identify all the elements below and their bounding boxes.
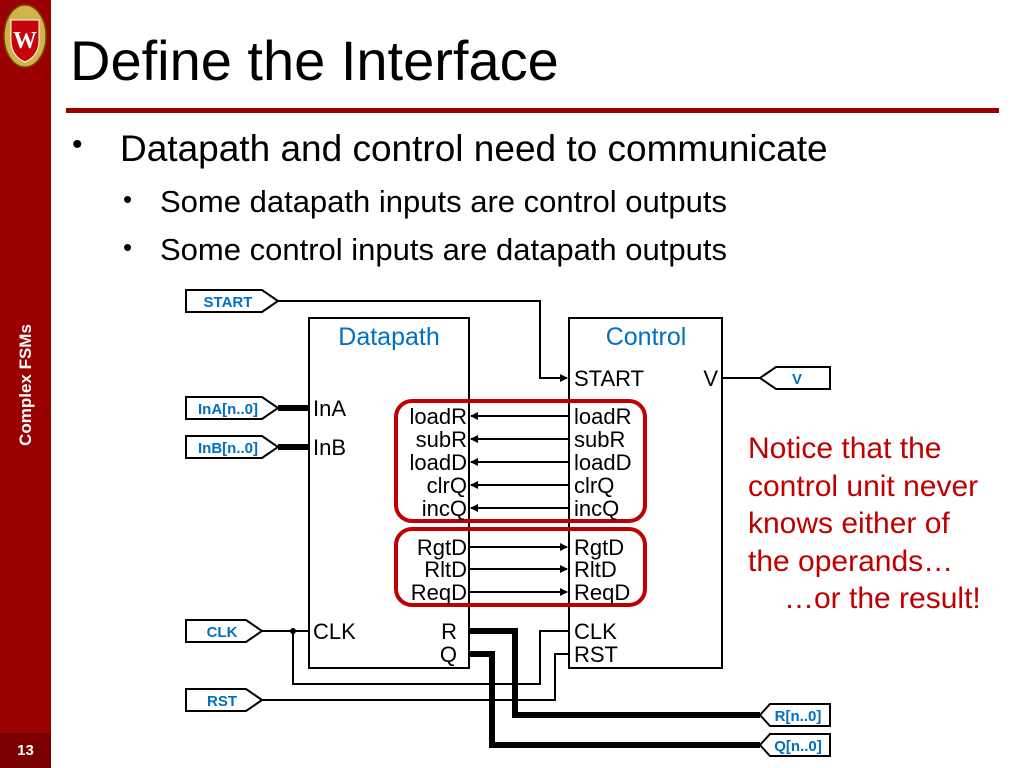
- annotation-note: Notice that the control unit never knows…: [748, 430, 981, 618]
- datapath-title: Datapath: [338, 323, 439, 351]
- datapath-q-label: Q: [440, 642, 457, 667]
- note-line: Notice that the: [748, 432, 942, 465]
- title-rule: [66, 108, 999, 113]
- note-line: the operands…: [748, 544, 954, 578]
- control-output-label: loadD: [574, 450, 631, 475]
- control-block: [568, 317, 723, 669]
- control-start-label: START: [574, 366, 644, 391]
- datapath-clk-label: CLK: [313, 619, 356, 644]
- datapath-control-input-label: subR: [416, 427, 467, 452]
- clk-port-label: CLK: [207, 624, 238, 641]
- datapath-ina-label: InA: [313, 396, 346, 421]
- status-signals-highlight: [394, 527, 647, 607]
- r-port-label: R[n..0]: [775, 708, 822, 725]
- start-port-label: START: [204, 294, 253, 311]
- ina-port: [185, 396, 280, 420]
- datapath-status-output-label: ReqD: [411, 580, 467, 605]
- r-bus: [469, 628, 760, 718]
- q-bus: [469, 651, 760, 748]
- clk-junction: [290, 628, 296, 634]
- datapath-control-input-label: incQ: [422, 496, 467, 521]
- bullet-icon: •: [72, 128, 83, 161]
- control-output-label: loadR: [574, 404, 631, 429]
- bullet-icon: •: [123, 232, 133, 262]
- slide-title: Define the Interface: [70, 29, 559, 92]
- inb-port-label: InB[n..0]: [198, 440, 258, 457]
- datapath-control-input-label: loadR: [410, 404, 467, 429]
- q-port-label: Q[n..0]: [774, 738, 822, 755]
- v-port: [758, 366, 831, 390]
- control-rst-label: RST: [574, 642, 618, 667]
- datapath-block: [308, 317, 470, 669]
- rst-port-label: RST: [207, 693, 237, 710]
- clk-wire: [262, 630, 569, 685]
- datapath-inb-label: InB: [313, 435, 346, 460]
- control-status-input-label: ReqD: [574, 580, 630, 605]
- datapath-status-output-label: RltD: [424, 557, 467, 582]
- note-line: control unit never: [748, 469, 979, 503]
- control-v-label: V: [703, 366, 718, 391]
- v-port-label: V: [792, 371, 802, 388]
- datapath-status-output-label: RgtD: [417, 535, 467, 560]
- inb-port: [185, 435, 280, 459]
- start-wire: [278, 300, 568, 382]
- sub-bullet: Some datapath inputs are control outputs: [160, 184, 727, 219]
- control-clk-label: CLK: [574, 619, 617, 644]
- control-title: Control: [606, 323, 687, 351]
- bullet-icon: •: [123, 184, 133, 214]
- rst-wire: [262, 653, 569, 701]
- note-line: …or the result!: [784, 582, 981, 615]
- university-crest-logo: W: [3, 4, 47, 68]
- control-output-label: incQ: [574, 496, 619, 521]
- page-number: 13: [0, 733, 51, 768]
- datapath-control-input-label: loadD: [410, 450, 467, 475]
- svg-text:W: W: [13, 28, 37, 54]
- q-port: [758, 733, 831, 757]
- control-output-label: clrQ: [574, 473, 614, 498]
- start-port: [185, 289, 280, 313]
- sub-bullet: Some control inputs are datapath outputs: [160, 232, 727, 267]
- control-status-input-label: RltD: [574, 557, 617, 582]
- datapath-r-label: R: [441, 619, 457, 644]
- ina-port-label: InA[n..0]: [198, 401, 258, 418]
- bullet-main: Datapath and control need to communicate: [120, 128, 828, 169]
- rst-port: [185, 688, 264, 712]
- control-status-input-label: RgtD: [574, 535, 624, 560]
- datapath-control-input-label: clrQ: [427, 473, 467, 498]
- control-signals-highlight: [394, 399, 647, 523]
- clk-port: [185, 619, 264, 643]
- note-line: knows either of: [748, 507, 950, 540]
- sidebar: W Complex FSMs 13: [0, 0, 51, 768]
- r-port: [758, 703, 831, 727]
- control-output-label: subR: [574, 427, 625, 452]
